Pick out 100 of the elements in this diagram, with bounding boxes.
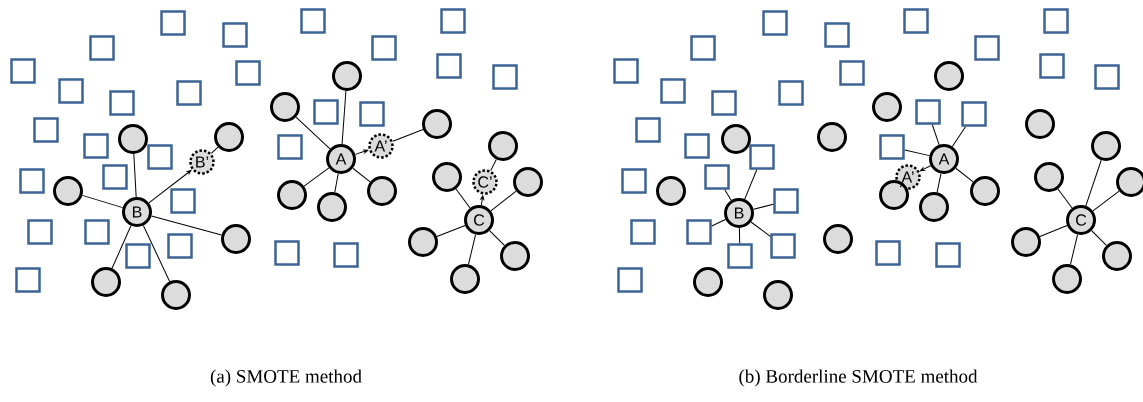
connector-line xyxy=(352,167,371,183)
data-point-circle xyxy=(161,280,191,310)
data-point-square xyxy=(762,10,788,36)
data-point-circle xyxy=(450,264,480,294)
data-point-square xyxy=(1094,64,1120,90)
connector-line xyxy=(899,182,904,188)
arrow xyxy=(920,165,932,172)
data-point-square xyxy=(19,168,45,194)
connector-line xyxy=(931,124,940,146)
data-point-square xyxy=(83,133,109,159)
data-point-square xyxy=(58,78,84,104)
data-point-square xyxy=(33,117,59,143)
data-point-circle xyxy=(488,131,518,161)
connector-line xyxy=(150,215,223,236)
connector-line xyxy=(738,227,741,244)
connector-line xyxy=(904,149,930,157)
data-point-circle xyxy=(270,92,300,122)
data-point-circle xyxy=(763,280,793,310)
connector-line xyxy=(341,90,347,145)
arrow xyxy=(480,195,485,206)
data-point-square xyxy=(333,242,359,268)
connector-line xyxy=(744,169,758,200)
data-point-square xyxy=(824,22,850,48)
data-point-square xyxy=(300,8,326,34)
data-point-circle xyxy=(656,176,686,206)
data-point-square xyxy=(773,188,799,214)
data-point-square xyxy=(903,8,929,34)
connector-line xyxy=(303,167,330,187)
data-point-square xyxy=(915,99,941,125)
data-point-circle xyxy=(823,224,853,254)
data-point-square xyxy=(875,240,901,266)
data-point-circle xyxy=(693,267,723,297)
data-point-square xyxy=(170,188,196,214)
connector-line xyxy=(1085,159,1102,207)
data-point-square xyxy=(778,80,804,106)
connector-line xyxy=(489,230,505,246)
data-point-square xyxy=(10,58,36,84)
connector-line xyxy=(490,158,497,172)
data-point-square xyxy=(89,35,115,61)
data-point-circle xyxy=(1025,109,1055,139)
data-point-square xyxy=(277,134,303,160)
connector-line xyxy=(951,126,966,147)
data-point-circle xyxy=(513,167,543,197)
data-point-square xyxy=(879,134,905,160)
data-point-square xyxy=(621,168,647,194)
data-point-circle xyxy=(367,176,397,206)
connector-line xyxy=(724,189,732,201)
data-point-square xyxy=(440,8,466,34)
data-point-circle xyxy=(817,122,847,152)
data-point-circle xyxy=(970,176,1000,206)
data-point-square xyxy=(15,267,41,293)
connector-line xyxy=(1057,188,1073,209)
connector-line xyxy=(711,218,726,227)
data-point-circle xyxy=(1052,264,1082,294)
data-point-circle xyxy=(118,124,148,154)
data-point-square xyxy=(613,58,639,84)
data-point-circle xyxy=(721,124,751,154)
data-point-circle xyxy=(221,224,251,254)
data-point-circle xyxy=(432,162,462,192)
connector-line xyxy=(936,173,942,193)
connector-line xyxy=(436,225,466,237)
connector-line xyxy=(753,203,774,210)
caption: (b) Borderline SMOTE method xyxy=(739,369,978,387)
connector-line xyxy=(133,153,137,198)
connector-line xyxy=(1092,190,1120,212)
data-point-square xyxy=(935,242,961,268)
data-point-square xyxy=(84,219,110,245)
connector-line xyxy=(490,190,517,212)
arrow xyxy=(354,149,369,155)
data-point-square xyxy=(686,219,712,245)
connector-line xyxy=(1091,230,1107,246)
connector-line xyxy=(1039,225,1068,237)
data-point-square xyxy=(235,60,261,86)
data-point-square xyxy=(274,240,300,266)
data-point-square xyxy=(749,144,775,170)
data-point-square xyxy=(1043,8,1069,34)
data-point-circle xyxy=(317,192,347,222)
connector-line xyxy=(295,116,331,150)
data-point-square xyxy=(167,233,193,259)
data-point-square xyxy=(690,35,716,61)
data-point-square xyxy=(109,90,135,116)
data-point-square xyxy=(492,64,518,90)
data-point-circle xyxy=(1034,162,1064,192)
data-point-square xyxy=(125,243,151,269)
data-point-circle xyxy=(91,267,121,297)
data-point-circle xyxy=(422,109,452,139)
connector-line xyxy=(142,225,171,282)
data-point-circle xyxy=(919,192,949,222)
data-point-circle xyxy=(872,92,902,122)
data-point-square xyxy=(974,35,1000,61)
data-point-square xyxy=(770,233,796,259)
data-point-square xyxy=(1039,53,1065,79)
connector-line xyxy=(955,167,974,183)
connector-line xyxy=(111,225,132,269)
data-point-square xyxy=(147,144,173,170)
connector-line xyxy=(81,194,124,209)
data-point-square xyxy=(961,101,987,127)
data-point-square xyxy=(635,117,661,143)
data-point-square xyxy=(102,164,128,190)
data-point-square xyxy=(704,164,730,190)
